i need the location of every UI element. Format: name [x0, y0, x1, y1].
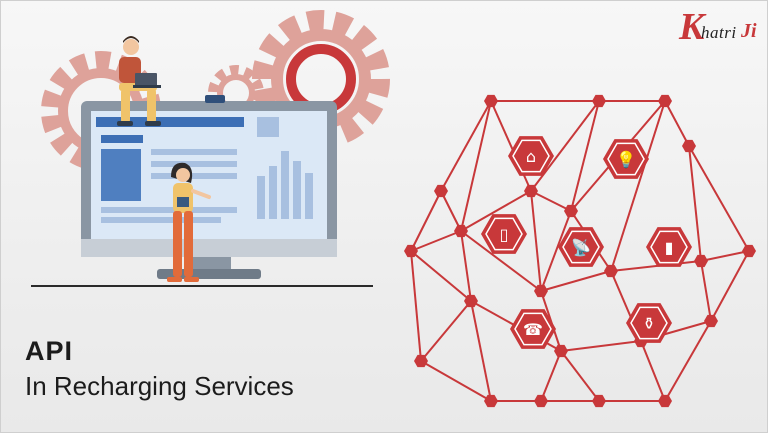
network-edge: [470, 300, 492, 402]
network-edge: [460, 230, 472, 302]
network-edge: [540, 270, 612, 292]
brand-logo-mid: hatri: [701, 23, 737, 42]
svg-text:▯: ▯: [500, 225, 509, 244]
network-edge: [530, 190, 572, 212]
network-edge: [440, 100, 492, 192]
network-node: [658, 94, 672, 108]
network-edge: [610, 260, 702, 272]
network-edge: [688, 145, 750, 252]
headline-subtitle: In Recharging Services: [25, 371, 294, 401]
network-node: [464, 294, 478, 308]
network-edge: [490, 100, 532, 192]
network-edge: [640, 340, 666, 402]
network-edge: [710, 250, 750, 322]
network-edge: [688, 145, 702, 262]
network-node: [658, 394, 672, 408]
telephone-icon: ☎: [510, 309, 556, 349]
network-node: [592, 394, 606, 408]
brand-logo: K hatri Ji: [679, 6, 759, 51]
network-node: [524, 184, 538, 198]
network-node: [554, 344, 568, 358]
network-node: [564, 204, 578, 218]
network-edge: [460, 230, 542, 292]
network-node: [704, 314, 718, 328]
network-edge: [420, 360, 492, 402]
network-graph: ⌂ 💡 ▯ 📡 ▮ ☎ ⚱: [404, 94, 756, 408]
network-edge: [570, 100, 600, 212]
svg-text:⌂: ⌂: [526, 147, 536, 166]
network-node: [742, 244, 756, 258]
network-node: [682, 139, 696, 153]
network-node: [484, 394, 498, 408]
lightbulb-icon: 💡: [603, 139, 649, 179]
svg-text:💡: 💡: [616, 150, 636, 169]
network-edge: [410, 250, 422, 362]
network-node: [694, 254, 708, 268]
brand-logo-ji: Ji: [741, 20, 757, 42]
network-edge: [410, 230, 462, 252]
person-with-laptop-icon: [117, 36, 161, 126]
network-edge: [700, 250, 750, 262]
headline-title: API: [25, 336, 74, 366]
network-edge: [410, 190, 442, 252]
svg-text:▮: ▮: [665, 238, 674, 257]
network-node: [534, 284, 548, 298]
network-node: [534, 394, 548, 408]
network-edge: [560, 340, 642, 352]
network-edge: [530, 190, 542, 292]
headline: API In Recharging Services: [25, 335, 294, 403]
satellite-dish-icon: 📡: [558, 227, 604, 267]
network-edge: [440, 190, 462, 232]
network-edge: [700, 260, 712, 322]
usb-dongle-icon: ▮: [646, 227, 692, 267]
network-edge: [664, 320, 712, 402]
network-edge: [560, 350, 600, 402]
network-edge: [460, 100, 492, 232]
network-edge: [610, 100, 666, 272]
network-node: [454, 224, 468, 238]
network-node: [404, 244, 418, 258]
svg-text:⚱: ⚱: [642, 314, 655, 333]
network-node: [604, 264, 618, 278]
network-edge: [460, 190, 532, 232]
gas-cylinder-icon: ⚱: [626, 303, 672, 343]
network-node: [592, 94, 606, 108]
network-edge: [664, 100, 690, 147]
network-node: [414, 354, 428, 368]
mobile-phone-icon: ▯: [481, 214, 527, 254]
network-node: [434, 184, 448, 198]
monitor-icon: [81, 95, 337, 279]
network-edge: [410, 250, 472, 302]
brand-logo-k: K: [679, 6, 705, 48]
person-presenting-icon: [167, 162, 211, 282]
network-edge: [530, 100, 600, 192]
network-edge: [540, 350, 562, 402]
network-node: [484, 94, 498, 108]
network-edge: [420, 300, 472, 362]
network-edge: [540, 210, 572, 292]
svg-text:☎: ☎: [523, 320, 543, 339]
router-icon: ⌂: [508, 136, 554, 176]
svg-text:📡: 📡: [571, 237, 591, 257]
